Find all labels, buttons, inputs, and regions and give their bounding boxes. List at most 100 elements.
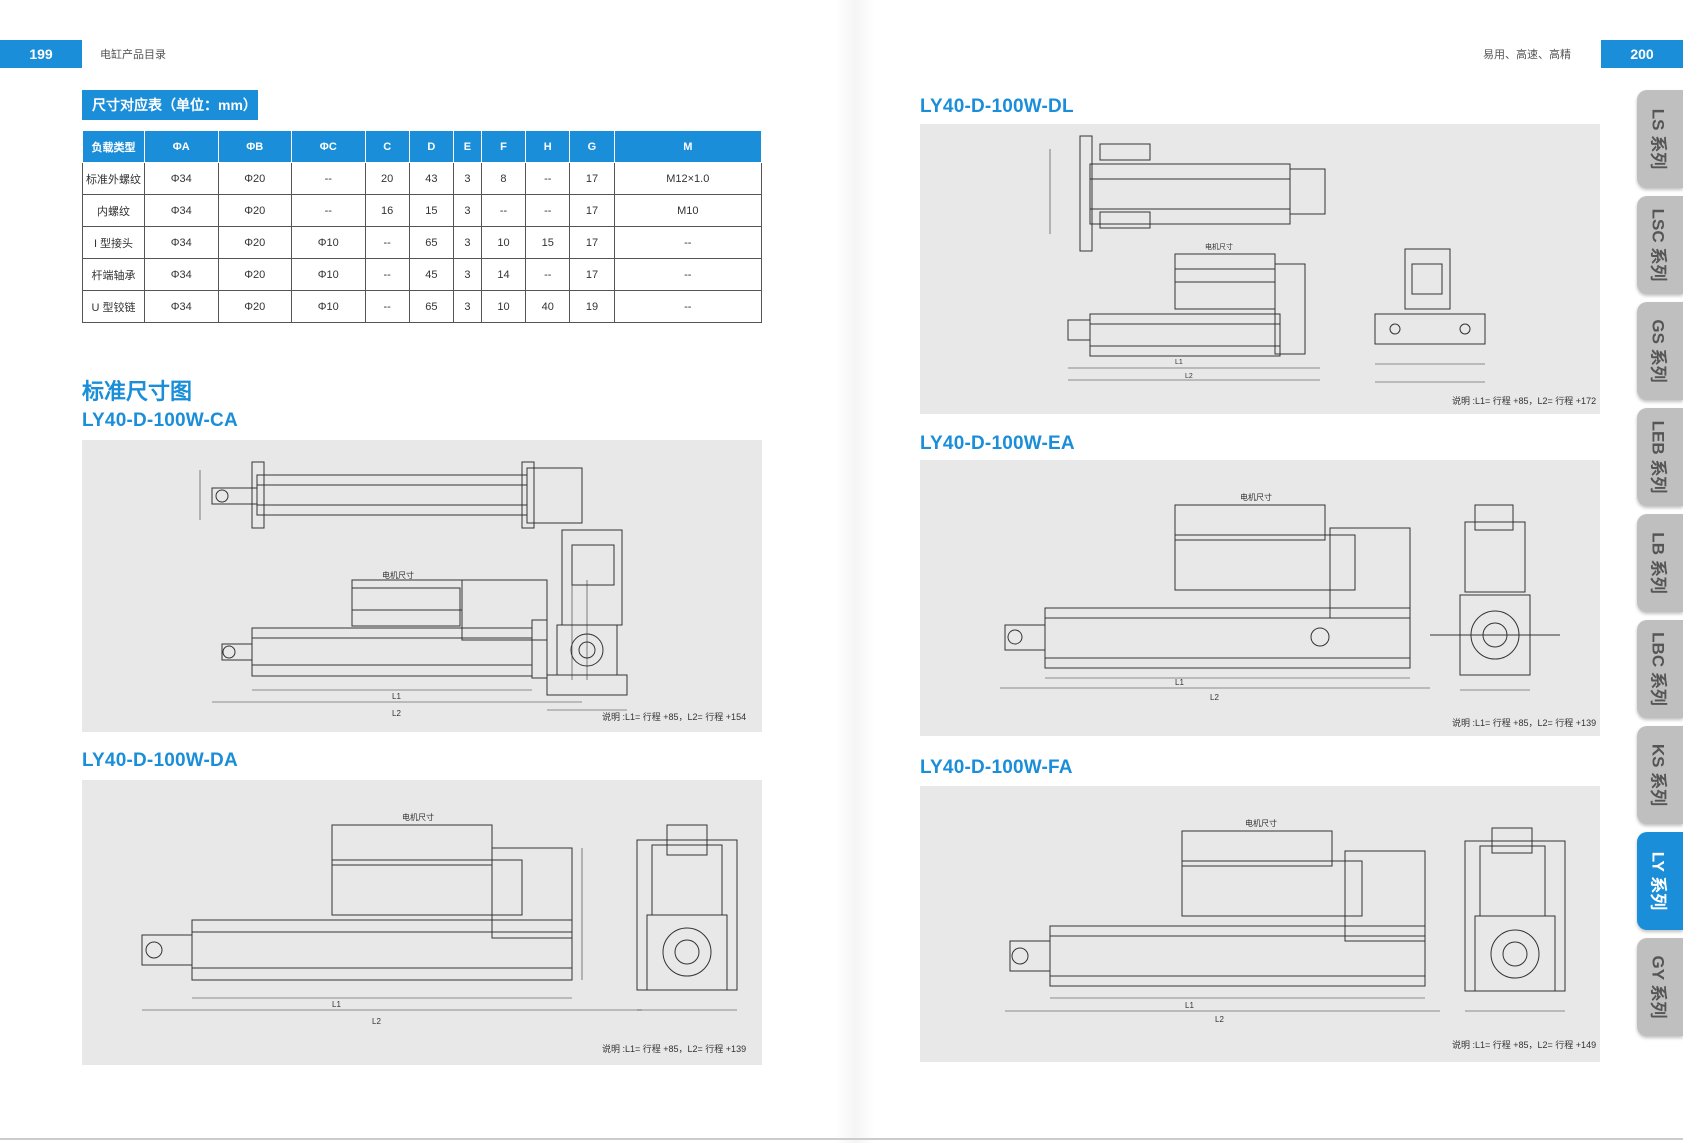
table-cell: 内螺纹 [82,194,145,227]
table-cell: 43 [408,162,455,195]
series-tab-label: LBC 系列 [1648,632,1668,706]
note-ea: 说明 :L1= 行程 +85，L2= 行程 +139 [1452,718,1597,728]
table-cell: 3 [453,226,482,259]
table-header-cell: G [569,130,615,163]
table-cell: Φ20 [217,226,293,259]
series-tab[interactable]: KS 系列 [1637,726,1683,824]
model-title-fa: LY40-D-100W-FA [920,757,1073,778]
table-cell: -- [525,258,571,291]
l2-label-ea: L2 [1210,693,1219,702]
motor-size-label-fa: 电机尺寸 [1245,818,1277,828]
table-cell: Φ34 [144,194,219,227]
table-cell: 15 [408,194,455,227]
table-cell: Φ20 [217,194,293,227]
table-cell: -- [613,290,763,323]
table-cell: Φ20 [217,258,293,291]
table-cell: 17 [569,162,615,195]
table-cell: 10 [480,290,527,323]
table-cell: 14 [480,258,527,291]
table-cell: 17 [569,194,615,227]
table-cell: 3 [453,290,482,323]
table-cell: M10 [613,194,763,227]
table-cell: 标准外螺纹 [82,162,145,195]
drawing-panel-da: 电机尺寸 L1 L2 说明 :L1= 行程 +85，L2= 行程 +139 [82,780,762,1065]
table-cell: 17 [569,226,615,259]
bottom-divider [0,1138,1683,1140]
series-tab-label: GY 系列 [1648,955,1668,1019]
l1-label-ea: L1 [1175,678,1184,687]
table-cell: M12×1.0 [613,162,763,195]
series-tab[interactable]: LSC 系列 [1637,196,1683,294]
table-header-cell: 负载类型 [82,130,145,163]
series-tab-label: LY 系列 [1648,851,1668,911]
drawing-fa: 电机尺寸 L1 L2 [1005,818,1566,1024]
model-title-ea: LY40-D-100W-EA [920,433,1075,454]
drawing-panel-fa: 电机尺寸 L1 L2 说明 :L1= 行程 +85，L2= 行程 +149 [920,786,1600,1062]
table-cell: Φ10 [291,290,366,323]
table-header-cell: D [408,130,455,163]
table-cell: Φ20 [217,162,293,195]
drawing-ca: 电机尺寸 L1 L2 [199,461,628,718]
table-header-cell: ΦC [291,130,366,163]
page-fold-shadow [835,0,875,1143]
table-cell: U 型铰链 [82,290,145,323]
table-header-cell: F [480,130,527,163]
left-page-number: 199 [0,40,82,68]
table-cell: 3 [453,258,482,291]
series-tab[interactable]: LY 系列 [1637,832,1683,930]
motor-size-label-da: 电机尺寸 [402,812,434,822]
table-cell: 17 [569,258,615,291]
note-dl: 说明 :L1= 行程 +85，L2= 行程 +172 [1452,396,1597,406]
series-tab-label: LS 系列 [1648,108,1668,170]
table-cell: 16 [364,194,410,227]
note-fa: 说明 :L1= 行程 +85，L2= 行程 +149 [1452,1040,1597,1050]
table-header-cell: H [525,130,571,163]
l2-label-da: L2 [372,1017,381,1026]
series-tab-label: LB 系列 [1648,532,1668,594]
table-cell: 40 [525,290,571,323]
table-header-cell: E [453,130,482,163]
series-tab[interactable]: LBC 系列 [1637,620,1683,718]
model-title-dl: LY40-D-100W-DL [920,96,1074,117]
table-cell: Φ10 [291,226,366,259]
table-cell: Φ20 [217,290,293,323]
table-cell: -- [480,194,527,227]
series-tab[interactable]: LEB 系列 [1637,408,1683,506]
table-cell: Φ34 [144,162,219,195]
table-cell: -- [613,226,763,259]
table-cell: -- [364,258,410,291]
table-header-cell: ΦA [144,130,219,163]
table-cell: Φ10 [291,258,366,291]
series-tab[interactable]: LB 系列 [1637,514,1683,612]
table-cell: 15 [525,226,571,259]
table-cell: 3 [453,194,482,227]
table-cell: 3 [453,162,482,195]
model-title-ca: LY40-D-100W-CA [82,410,238,431]
series-tab[interactable]: LS 系列 [1637,90,1683,188]
series-tab[interactable]: GY 系列 [1637,938,1683,1036]
series-tab[interactable]: GS 系列 [1637,302,1683,400]
l1-label-ca: L1 [392,692,401,701]
series-tab-label: KS 系列 [1648,743,1668,807]
drawing-panel-ca: 电机尺寸 L1 L2 说明 :L1= 行程 +85，L2= 行程 +154 [82,440,762,732]
table-cell: -- [525,162,571,195]
series-tab-label: LEB 系列 [1648,420,1668,494]
note-ca: 说明 :L1= 行程 +85，L2= 行程 +154 [602,712,747,722]
table-cell: 10 [480,226,527,259]
table-cell: -- [364,226,410,259]
model-title-da: LY40-D-100W-DA [82,750,238,771]
series-tab-label: GS 系列 [1648,319,1668,383]
table-cell: -- [364,290,410,323]
table-cell: 65 [408,290,455,323]
l2-label-ca: L2 [392,709,401,718]
right-page-number: 200 [1601,40,1683,68]
drawing-panel-dl: 电机尺寸 L1 L2 说明 :L1= 行程 +85，L2= 行程 +172 [920,124,1600,414]
table-cell: -- [291,194,366,227]
right-header-title: 易用、高速、高精 [1483,49,1571,61]
motor-size-label-ea: 电机尺寸 [1240,492,1272,502]
